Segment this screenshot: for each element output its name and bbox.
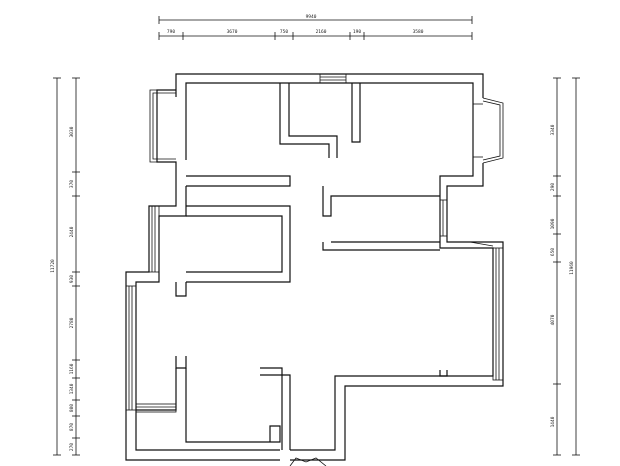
left-total-dimension: 11720 [50,259,56,273]
left-dimension-segment: 2440 [69,226,75,237]
left-window [148,205,160,273]
right-bay-window [482,97,504,164]
top-dimension-segment: 790 [167,29,175,35]
right-dimension-segment: 1090 [550,218,556,229]
left-dimension-chain: 11720 3030 370 2440 930 2780 1160 1340 8… [50,77,80,456]
left-dimension-segment: 870 [69,423,75,431]
left-dimension-segment: 270 [69,443,75,451]
right-dimension-chain: 3340 290 1090 650 4070 1440 11960 [550,77,580,456]
right-dimension-segment: 290 [550,183,556,191]
windows [125,73,504,466]
left-long-window [125,285,137,411]
left-dimension-segment: 1340 [69,383,75,394]
exterior-walls [125,73,504,461]
right-dimension-segment: 650 [550,248,556,256]
left-dimension-segment: 370 [69,180,75,188]
left-balcony [135,403,177,413]
top-total-dimension: 9940 [306,14,317,20]
right-small-window [439,199,448,237]
top-window [319,73,347,84]
right-long-window [492,247,504,381]
right-dimension-segment: 4070 [550,314,556,325]
left-dimension-segment: 1160 [69,363,75,374]
left-dimension-segment: 930 [69,275,75,283]
left-dimension-segment: 2780 [69,317,75,328]
top-dimension-segment: 190 [353,29,361,35]
left-bay-window [149,89,176,163]
top-dimension-segment: 3670 [227,29,238,35]
left-dimension-segment: 3030 [69,126,75,137]
entrance-door [289,457,327,466]
right-dimension-segment: 3340 [550,124,556,135]
top-dimension-segment: 750 [280,29,288,35]
right-dimension-segment: 1440 [550,416,556,427]
top-dimension-segment: 3580 [413,29,424,35]
top-dimension-chain: 9940 790 3670 750 2160 190 3580 [158,14,473,40]
interior-walls [136,83,448,450]
top-dimension-segment: 2160 [316,29,327,35]
right-total-dimension: 11960 [569,261,575,275]
left-dimension-segment: 800 [69,404,75,412]
